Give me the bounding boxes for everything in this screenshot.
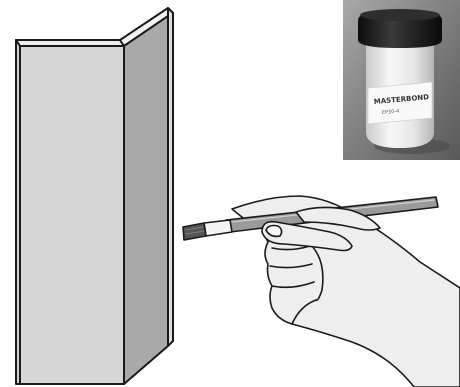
hand-with-brush — [183, 196, 460, 387]
panel-side-thickness — [168, 8, 173, 346]
brush-ferrule — [204, 220, 232, 236]
panel-front-face-main — [20, 46, 124, 384]
jar-lid-top — [360, 9, 440, 21]
panel-side-face — [124, 16, 168, 384]
folded-panel — [16, 8, 173, 384]
jar-photo: MASTERBOND EP30-4 — [343, 0, 460, 160]
